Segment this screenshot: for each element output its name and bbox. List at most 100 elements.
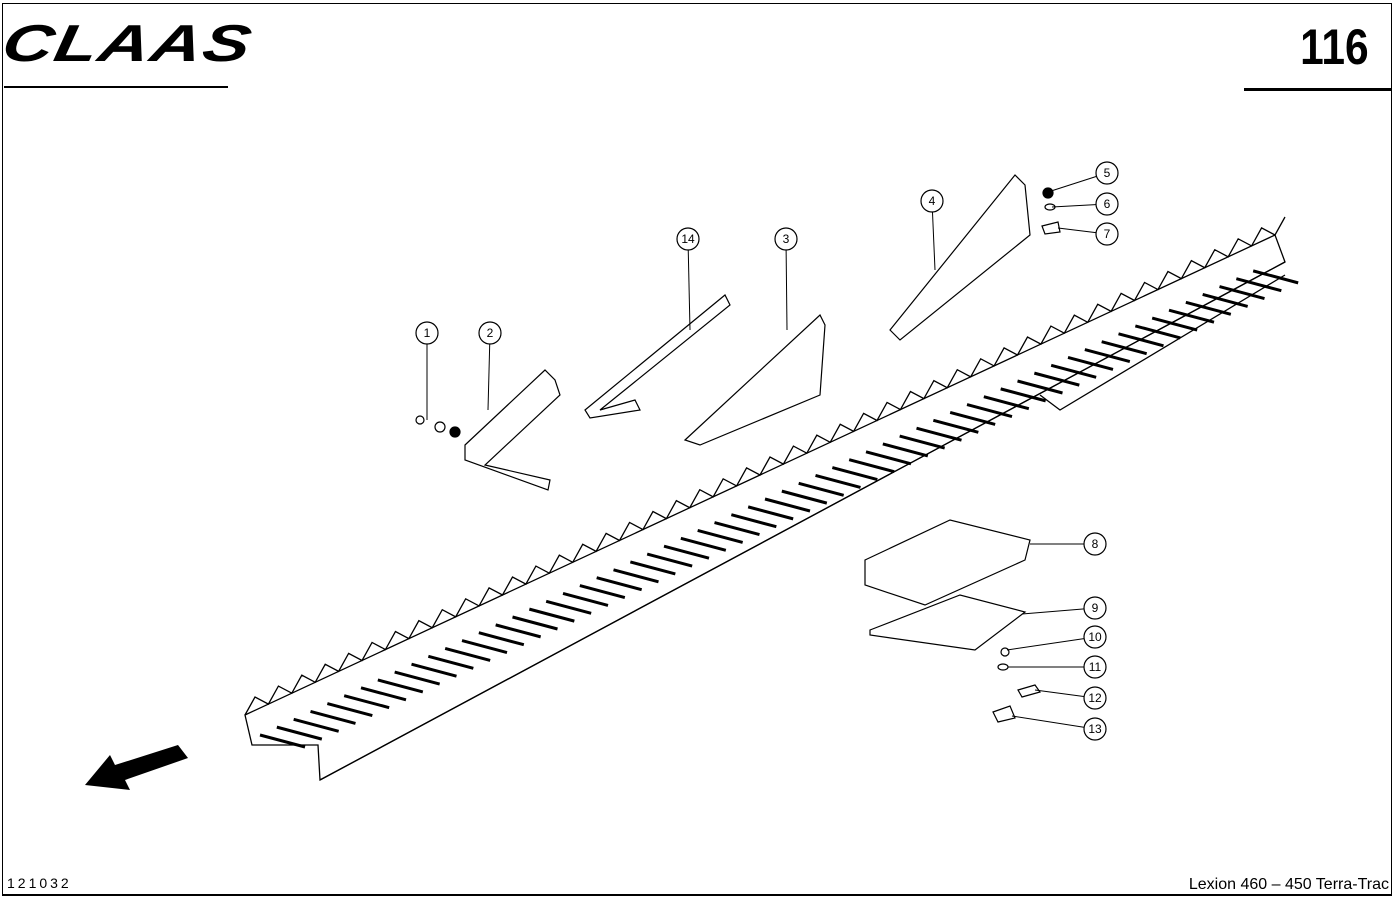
callout-label: 4 [929,194,936,208]
slat [512,615,558,631]
model-name: Lexion 460 – 450 Terra-Trac [1188,876,1389,893]
slat [276,725,323,741]
page-number-underline [1244,88,1392,91]
slat [1168,308,1215,324]
slat [562,591,609,607]
callout-label: 12 [1088,691,1102,705]
slat [1050,363,1097,379]
callout-label: 5 [1104,166,1111,180]
slat [343,694,390,710]
leader-line [687,238,691,331]
callout-label: 10 [1088,630,1102,644]
slat [1252,269,1299,285]
slat [932,418,979,434]
slat [764,497,811,513]
callout-5: 5 [1095,161,1119,185]
slat [545,599,592,615]
slat [949,411,996,426]
slat [1101,340,1148,356]
slat [461,639,508,655]
slat [613,568,659,584]
slat [444,647,491,662]
leader-line [487,332,491,411]
slat [680,536,727,552]
slat [646,552,693,568]
logo-underline [4,86,228,88]
slat [1235,277,1282,293]
slat [798,481,845,497]
slat [360,686,407,702]
slat [1219,285,1265,301]
slat [411,662,457,678]
slat [259,733,306,749]
slat [596,576,643,592]
leader-line [1011,715,1096,730]
slat [1202,293,1249,308]
conveyor-assembly [244,216,1286,782]
direction-arrow [85,745,188,790]
slat [394,670,441,686]
leader-line [1021,607,1096,615]
slat [1084,348,1131,363]
slat [1151,316,1198,332]
slat [629,560,676,576]
callout-12: 12 [1083,686,1107,710]
page-number: 116 [1300,19,1369,75]
slat [1134,324,1181,340]
slat [848,458,895,474]
slat [528,607,575,623]
callout-11: 11 [1083,655,1107,679]
slat [478,631,525,647]
callout-9: 9 [1083,596,1107,620]
callout-14: 14 [676,227,700,251]
callout-label: 2 [487,326,494,340]
slat [1118,332,1164,348]
slat [1185,300,1232,316]
slat [310,709,356,725]
callout-label: 7 [1104,227,1111,241]
callout-label: 14 [681,232,695,246]
slat [293,717,340,733]
slat [663,544,710,560]
slat [377,678,424,694]
callout-label: 8 [1092,537,1099,551]
slat [1067,355,1114,371]
callout-label: 6 [1104,197,1111,211]
slat [916,426,962,442]
callout-label: 9 [1092,601,1099,615]
slat [781,489,828,505]
slat [831,466,878,481]
slat [1033,371,1080,387]
page-frame [2,3,1392,896]
slat [815,473,861,489]
callout-8: 8 [1083,532,1107,556]
leader-line [1006,636,1096,651]
slat [983,395,1030,411]
slat [899,434,946,450]
callout-label: 13 [1088,722,1102,736]
callout-4: 4 [920,189,944,213]
callout-1: 1 [415,321,439,345]
slat [326,702,373,717]
loose-parts [415,174,1061,723]
slat [882,442,929,458]
callout-13: 13 [1083,717,1107,741]
callout-2: 2 [478,321,502,345]
drawing-number: 121032 [7,875,72,891]
callout-3: 3 [774,227,798,251]
callout-label: 1 [424,326,431,340]
callout-7: 7 [1095,222,1119,246]
slat [714,521,760,537]
slat [966,403,1013,419]
slat [865,450,912,466]
slat [427,654,474,670]
slat [697,529,744,544]
callout-10: 10 [1083,625,1107,649]
conveyor-slats [259,269,1299,749]
callout-label: 11 [1089,660,1102,674]
leader-line [785,238,788,331]
slat [579,584,626,599]
callout-label: 3 [783,232,790,246]
